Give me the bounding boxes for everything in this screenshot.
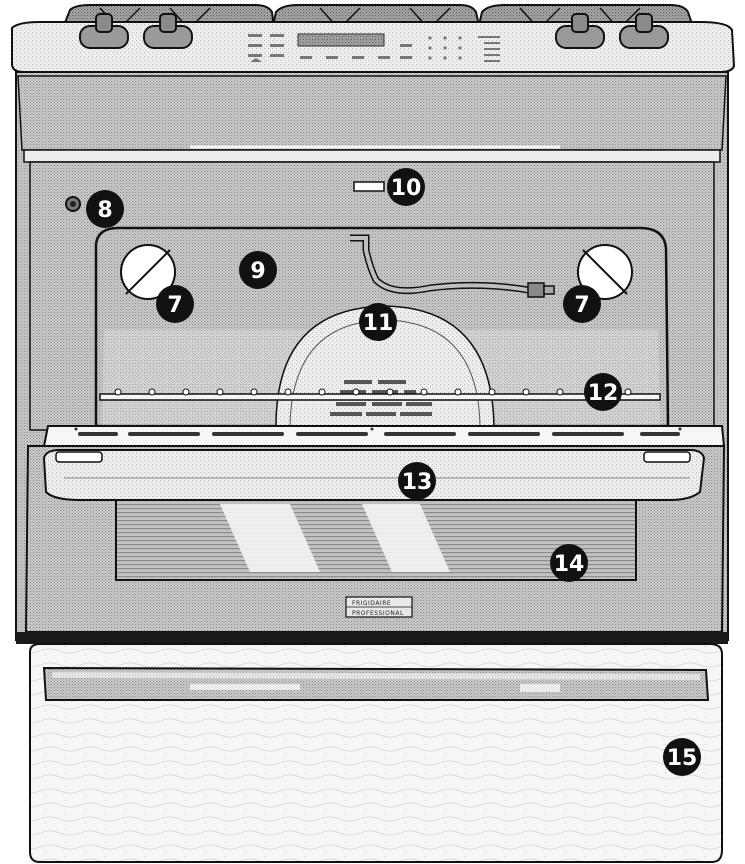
- callout-7-right-label: 7: [574, 293, 589, 318]
- callout-15: 15: [663, 738, 701, 776]
- callout-9: 9: [239, 251, 277, 289]
- brand-line-1: FRIGIDAIRE: [352, 600, 391, 607]
- callout-11-label: 11: [363, 311, 394, 336]
- control-panel: [12, 14, 734, 72]
- door-latch-slot: [354, 182, 384, 191]
- display-window: [298, 34, 384, 46]
- callout-7-left-label: 7: [167, 293, 182, 318]
- callout-11: 11: [359, 303, 397, 341]
- callout-10: 10: [387, 168, 425, 206]
- callout-8: 8: [86, 190, 124, 228]
- callout-7-left: 7: [156, 285, 194, 323]
- upper-fascia: [18, 76, 726, 150]
- callout-15-label: 15: [667, 746, 698, 771]
- oven-door-vent: [44, 426, 724, 446]
- callout-13-label: 13: [402, 470, 433, 495]
- callout-13: 13: [398, 462, 436, 500]
- oven-door: FRIGIDAIRE PROFESSIONAL: [26, 446, 724, 632]
- callout-9-label: 9: [250, 259, 265, 284]
- warmer-drawer-handle: [44, 668, 708, 700]
- kick-band: [16, 632, 728, 644]
- callout-7-right: 7: [563, 285, 601, 323]
- callout-12: 12: [584, 373, 622, 411]
- oven-door-handle: [44, 450, 704, 500]
- brand-badge: FRIGIDAIRE PROFESSIONAL: [346, 597, 412, 617]
- door-switch: [66, 197, 80, 211]
- callout-14-label: 14: [554, 552, 585, 577]
- callout-14: 14: [550, 544, 588, 582]
- warmer-drawer: [30, 644, 722, 862]
- brand-line-2: PROFESSIONAL: [352, 610, 404, 617]
- callout-12-label: 12: [588, 381, 619, 406]
- callout-10-label: 10: [391, 176, 422, 201]
- callout-8-label: 8: [97, 198, 112, 223]
